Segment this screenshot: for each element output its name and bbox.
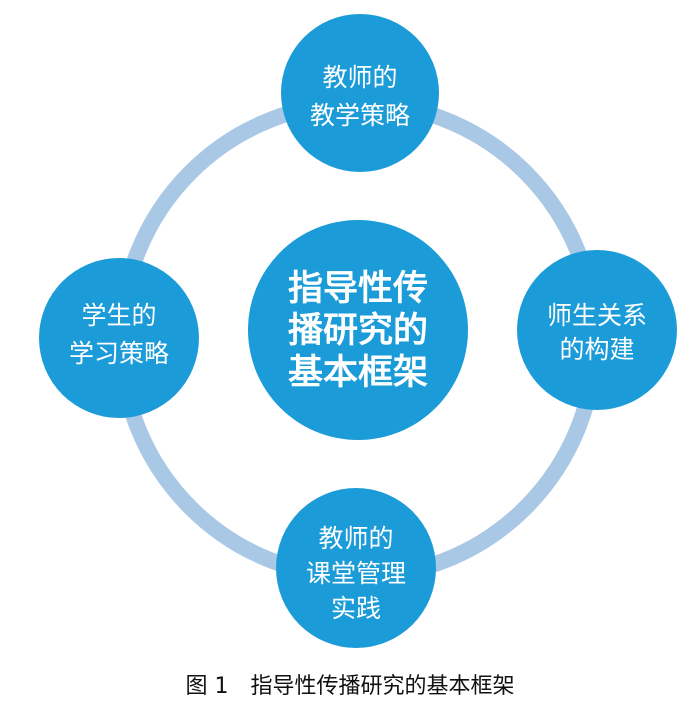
center-node-line-2: 播研究的 [288, 311, 428, 351]
framework-diagram: 指导性传 播研究的 基本框架 教师的 教学策略 师生关系 的构建 教师的 课堂管… [39, 14, 677, 648]
top-node: 教师的 教学策略 [281, 14, 439, 172]
top-node-line-2: 教学策略 [310, 101, 410, 130]
figure-number: 图 1 [185, 674, 229, 699]
bottom-node-circle [276, 488, 436, 648]
bottom-node-line-2: 课堂管理 [306, 559, 406, 588]
right-node: 师生关系 的构建 [517, 250, 677, 410]
center-node-line-3: 基本框架 [288, 353, 428, 393]
left-node-circle [39, 258, 199, 418]
left-node: 学生的 学习策略 [39, 258, 199, 418]
center-node: 指导性传 播研究的 基本框架 [248, 220, 468, 440]
bottom-node-line-1: 教师的 [318, 524, 393, 553]
bottom-node-line-3: 实践 [331, 594, 381, 623]
top-node-circle [281, 14, 439, 172]
left-node-line-2: 学习策略 [69, 339, 169, 368]
bottom-node: 教师的 课堂管理 实践 [276, 488, 436, 648]
top-node-line-1: 教师的 [322, 63, 397, 92]
figure-caption: 图 1 指导性传播研究的基本框架 [0, 668, 700, 708]
right-node-circle [517, 250, 677, 410]
figure-title: 指导性传播研究的基本框架 [250, 674, 515, 699]
center-node-circle [248, 220, 468, 440]
left-node-line-1: 学生的 [81, 301, 156, 330]
right-node-line-1: 师生关系 [547, 301, 647, 330]
right-node-line-2: 的构建 [559, 335, 634, 364]
center-node-line-1: 指导性传 [288, 269, 428, 309]
